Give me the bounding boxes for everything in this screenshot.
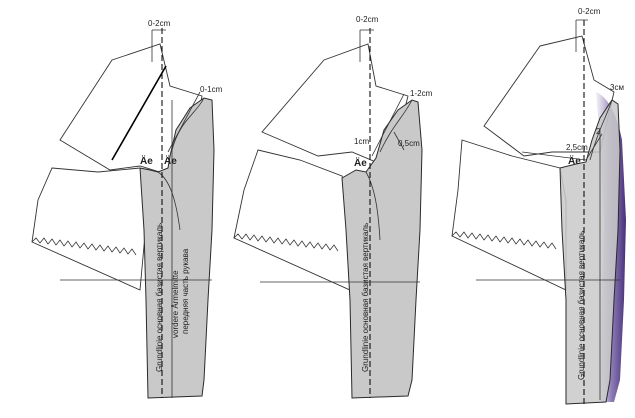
top-bracket (151, 29, 166, 62)
cap-line (171, 97, 205, 151)
vordere-label: vordere Ärmelmitte (171, 270, 180, 338)
top-bracket-2 (359, 29, 374, 62)
seam-offset-label-3: 3см (610, 83, 624, 92)
shoulder-bold-line (111, 65, 167, 161)
offset-half-label-2: 0,5cm (398, 139, 420, 148)
front-panel-outline (31, 167, 151, 291)
grundlinie-label-2: Grundlinie основная базистая вертикаль (361, 223, 370, 372)
hem-zigzag (31, 237, 137, 256)
grundlinie-label-3: Grundlinie основная базистая вертикаль (577, 231, 586, 380)
armhole-label-2: Äe (354, 156, 367, 169)
seam-offset-label-2: 1-2cm (410, 89, 433, 98)
panel-3: 0-2cm 3см 2,5cm 2 Äe Grundlinie основная… (451, 7, 626, 405)
top-bracket-3 (575, 19, 588, 52)
sleeve-shape-3 (559, 99, 621, 405)
seam-offset-label: 0-1cm (200, 85, 223, 94)
top-offset-label-2: 0-2cm (356, 15, 379, 24)
cap-line-2 (167, 91, 201, 153)
sleeve-inner-2 (365, 171, 381, 241)
cap-line-2b (371, 93, 405, 157)
shoulder-line-3 (521, 133, 603, 161)
armhole-label-3: Äe (568, 154, 581, 167)
front-part-label: передняя часть рукава (181, 248, 190, 334)
offset-small-label-3: 2,5cm (566, 143, 588, 152)
grundlinie-label-1: Grundlinie основная базистая вертикаль (155, 223, 164, 372)
cap-line-3 (589, 99, 613, 161)
hem-zigzag-3 (451, 231, 557, 250)
offset-num-label-3: 2 (596, 127, 601, 136)
armhole-right-label: Äe (164, 154, 177, 167)
cap-line-2a (379, 99, 413, 153)
hem-zigzag-2 (233, 233, 339, 252)
sleeve-shape (139, 97, 215, 399)
offset-small-label-2: 1cm (354, 137, 369, 146)
panel-1: 0-2cm 0-1cm Äe Äe Grundlinie основная ба… (31, 19, 223, 399)
front-panel-outline-3 (451, 139, 567, 291)
sleeve-shape-2 (341, 99, 423, 399)
panel-2: 0-2cm 1-2cm 1cm 0,5cm Äe Grundlinie осно… (233, 15, 433, 399)
top-offset-label-3: 0-2cm (578, 7, 601, 16)
cap-line-2c (393, 131, 405, 151)
armhole-left-label: Äe (140, 154, 153, 167)
front-panel-outline-2 (233, 149, 351, 291)
top-offset-label: 0-2cm (148, 19, 171, 28)
